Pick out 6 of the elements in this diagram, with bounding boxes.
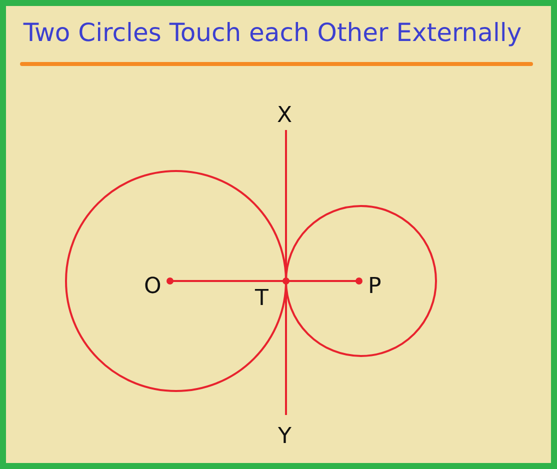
point-label: Y [278,425,292,449]
point-label: X [277,104,292,128]
point-label: T [255,287,268,311]
point-label: O [144,275,162,299]
point-label: P [368,275,382,299]
title: Two Circles Touch each Other Externally [22,18,523,47]
